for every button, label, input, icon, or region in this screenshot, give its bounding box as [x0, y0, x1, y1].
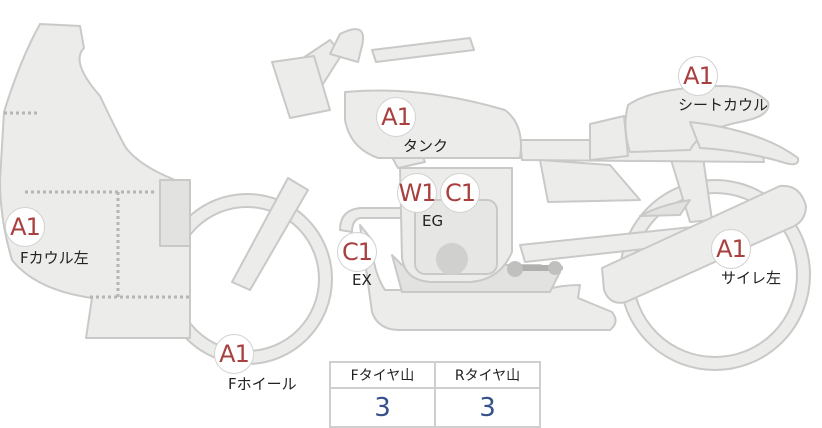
- exhaust-label: EX: [352, 271, 372, 289]
- seat-cowl-code-badge[interactable]: A1: [678, 56, 718, 96]
- rear-tire-header: Rタイヤ山: [434, 361, 541, 389]
- front-cowl-left-code-badge[interactable]: A1: [5, 207, 45, 247]
- front-tire-value[interactable]: 3: [329, 387, 436, 428]
- front-cowl-left-label: Fカウル左: [20, 249, 89, 267]
- front-tire-header: Fタイヤ山: [329, 361, 436, 389]
- rear-tire-value[interactable]: 3: [434, 387, 541, 428]
- silencer-left-label: サイレ左: [721, 269, 782, 287]
- exhaust-code-badge[interactable]: C1: [337, 232, 377, 272]
- front-wheel-code-badge[interactable]: A1: [214, 334, 254, 374]
- tire-tread-table: Fタイヤ山 Rタイヤ山 3 3: [329, 361, 541, 428]
- tank-label: タンク: [403, 137, 449, 155]
- silencer-shape: [601, 184, 807, 304]
- tank-code-badge[interactable]: A1: [376, 97, 416, 137]
- engine-code-badge-2[interactable]: C1: [440, 173, 480, 213]
- engine-code-badge-1[interactable]: W1: [397, 173, 437, 213]
- seat-cowl-label: シートカウル: [678, 96, 769, 114]
- exhaust-shape: [359, 224, 617, 331]
- front-wheel-label: Fホイール: [228, 375, 297, 393]
- silencer-left-code-badge[interactable]: A1: [711, 229, 751, 269]
- engine-label: EG: [422, 212, 444, 230]
